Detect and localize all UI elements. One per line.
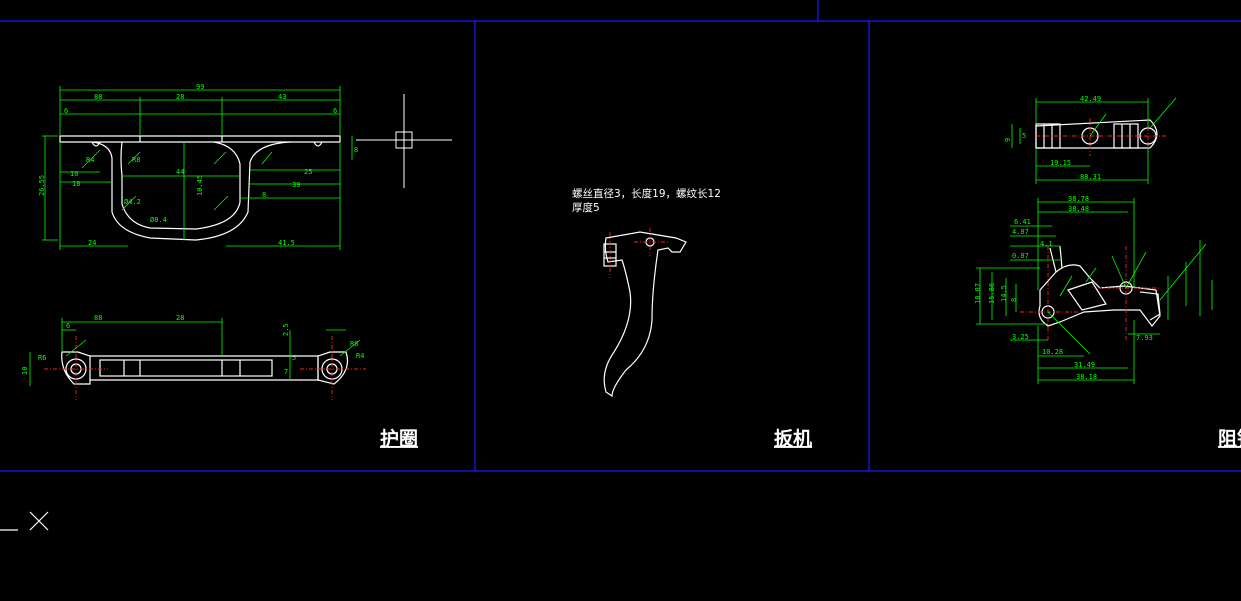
dim-44: 44 <box>176 168 184 176</box>
dim-dia-4-2: Ø4.2 <box>124 198 141 206</box>
dim-38-18: 38.18 <box>1076 373 1097 381</box>
dim-side-10: 10 <box>21 367 29 375</box>
sear-top-dimensions: 42.49 9 5 19.15 88.31 <box>1004 95 1177 184</box>
dim-side-28: 28 <box>176 314 184 322</box>
dim-18-87: 18.87 <box>974 283 982 304</box>
dim-42-49: 42.49 <box>1080 95 1101 103</box>
dim-38-78: 38.78 <box>1068 195 1089 203</box>
viewport-frames <box>0 0 1241 472</box>
dim-0-87: 0.87 <box>1012 252 1029 260</box>
sear-top-view[interactable] <box>1035 119 1158 149</box>
dim-side-6: 6 <box>66 322 70 330</box>
dim-26-55: 26.55 <box>38 175 46 196</box>
dim-8-right: 8 <box>354 146 358 154</box>
dim-41-5: 41.5 <box>278 239 295 247</box>
dim-dia-8-4: Ø8.4 <box>150 216 167 224</box>
trigger-guard-side-centerlines <box>44 336 366 400</box>
dim-side-r4: R4 <box>356 352 364 360</box>
dim-sear-5: 5 <box>1022 132 1026 140</box>
dim-10-28: 10.28 <box>1042 348 1063 356</box>
dim-99: 99 <box>196 83 204 91</box>
dim-side-5: 5 <box>292 354 296 362</box>
trigger-screw-note: 螺丝直径3，长度19，螺纹长12 <box>572 187 721 200</box>
dim-38-48: 38.48 <box>1068 205 1089 213</box>
panel-title-trigger-guard: 护圈 <box>380 427 418 450</box>
dim-sear-9: 9 <box>1004 138 1012 142</box>
dim-r4: R4 <box>86 156 94 164</box>
dim-4-1: 4.1 <box>1040 240 1053 248</box>
dim-r8: R8 <box>132 156 140 164</box>
dim-28: 28 <box>176 93 184 101</box>
dim-7-93: 7.93 <box>1136 334 1153 342</box>
dim-3-25: 3.25 <box>1012 333 1029 341</box>
dim-6-left: 6 <box>64 107 68 115</box>
panel-title-trigger: 扳机 <box>774 427 812 450</box>
dim-4-87: 4.87 <box>1012 228 1029 236</box>
dim-10: 10 <box>70 170 78 178</box>
dim-25: 25 <box>304 168 312 176</box>
ucs-axis-icon <box>0 511 49 531</box>
dim-sear-8: 8 <box>1010 298 1018 302</box>
dim-6-41: 6.41 <box>1014 218 1031 226</box>
dim-18: 18 <box>72 180 80 188</box>
dim-14-5: 14.5 <box>1000 285 1008 302</box>
dim-6-right: 6 <box>333 107 337 115</box>
dim-side-7: 7 <box>284 368 288 376</box>
dim-side-r6: R6 <box>38 354 46 362</box>
dim-24: 24 <box>88 239 96 247</box>
trigger-guard-top-dimensions: 99 88 28 43 6 6 18 10 44 39 25 8 24 41.5… <box>38 83 358 250</box>
dim-10-45: 10.45 <box>196 175 204 196</box>
dim-31-49: 31.49 <box>1074 361 1095 369</box>
panel-title-sear: 阻铁 <box>1218 427 1241 450</box>
sear-side-dimensions: 38.78 38.48 6.41 4.87 4.1 0.87 18.87 15.… <box>974 195 1213 384</box>
crosshair-cursor-icon <box>356 94 452 188</box>
dim-side-88: 88 <box>94 314 102 322</box>
dim-88: 88 <box>94 93 102 101</box>
dim-88-31: 88.31 <box>1080 173 1101 181</box>
trigger-profile[interactable] <box>603 231 687 398</box>
dim-39: 39 <box>292 181 300 189</box>
trigger-guard-side-dimensions: 88 28 6 2.5 5 7 10 R6 R4 R8 <box>21 314 364 386</box>
sear-side-view[interactable] <box>1038 245 1161 327</box>
dim-19-15: 19.15 <box>1050 159 1071 167</box>
trigger-thickness-note: 厚度5 <box>572 201 600 214</box>
dim-side-2-5: 2.5 <box>282 323 290 336</box>
trigger-guard-side-view[interactable] <box>61 351 349 385</box>
dim-side-r8: R8 <box>350 340 358 348</box>
trigger-centerlines <box>609 228 668 278</box>
dim-43: 43 <box>278 93 286 101</box>
dim-15-86: 15.86 <box>988 283 996 304</box>
dim-8: 8 <box>262 191 266 199</box>
